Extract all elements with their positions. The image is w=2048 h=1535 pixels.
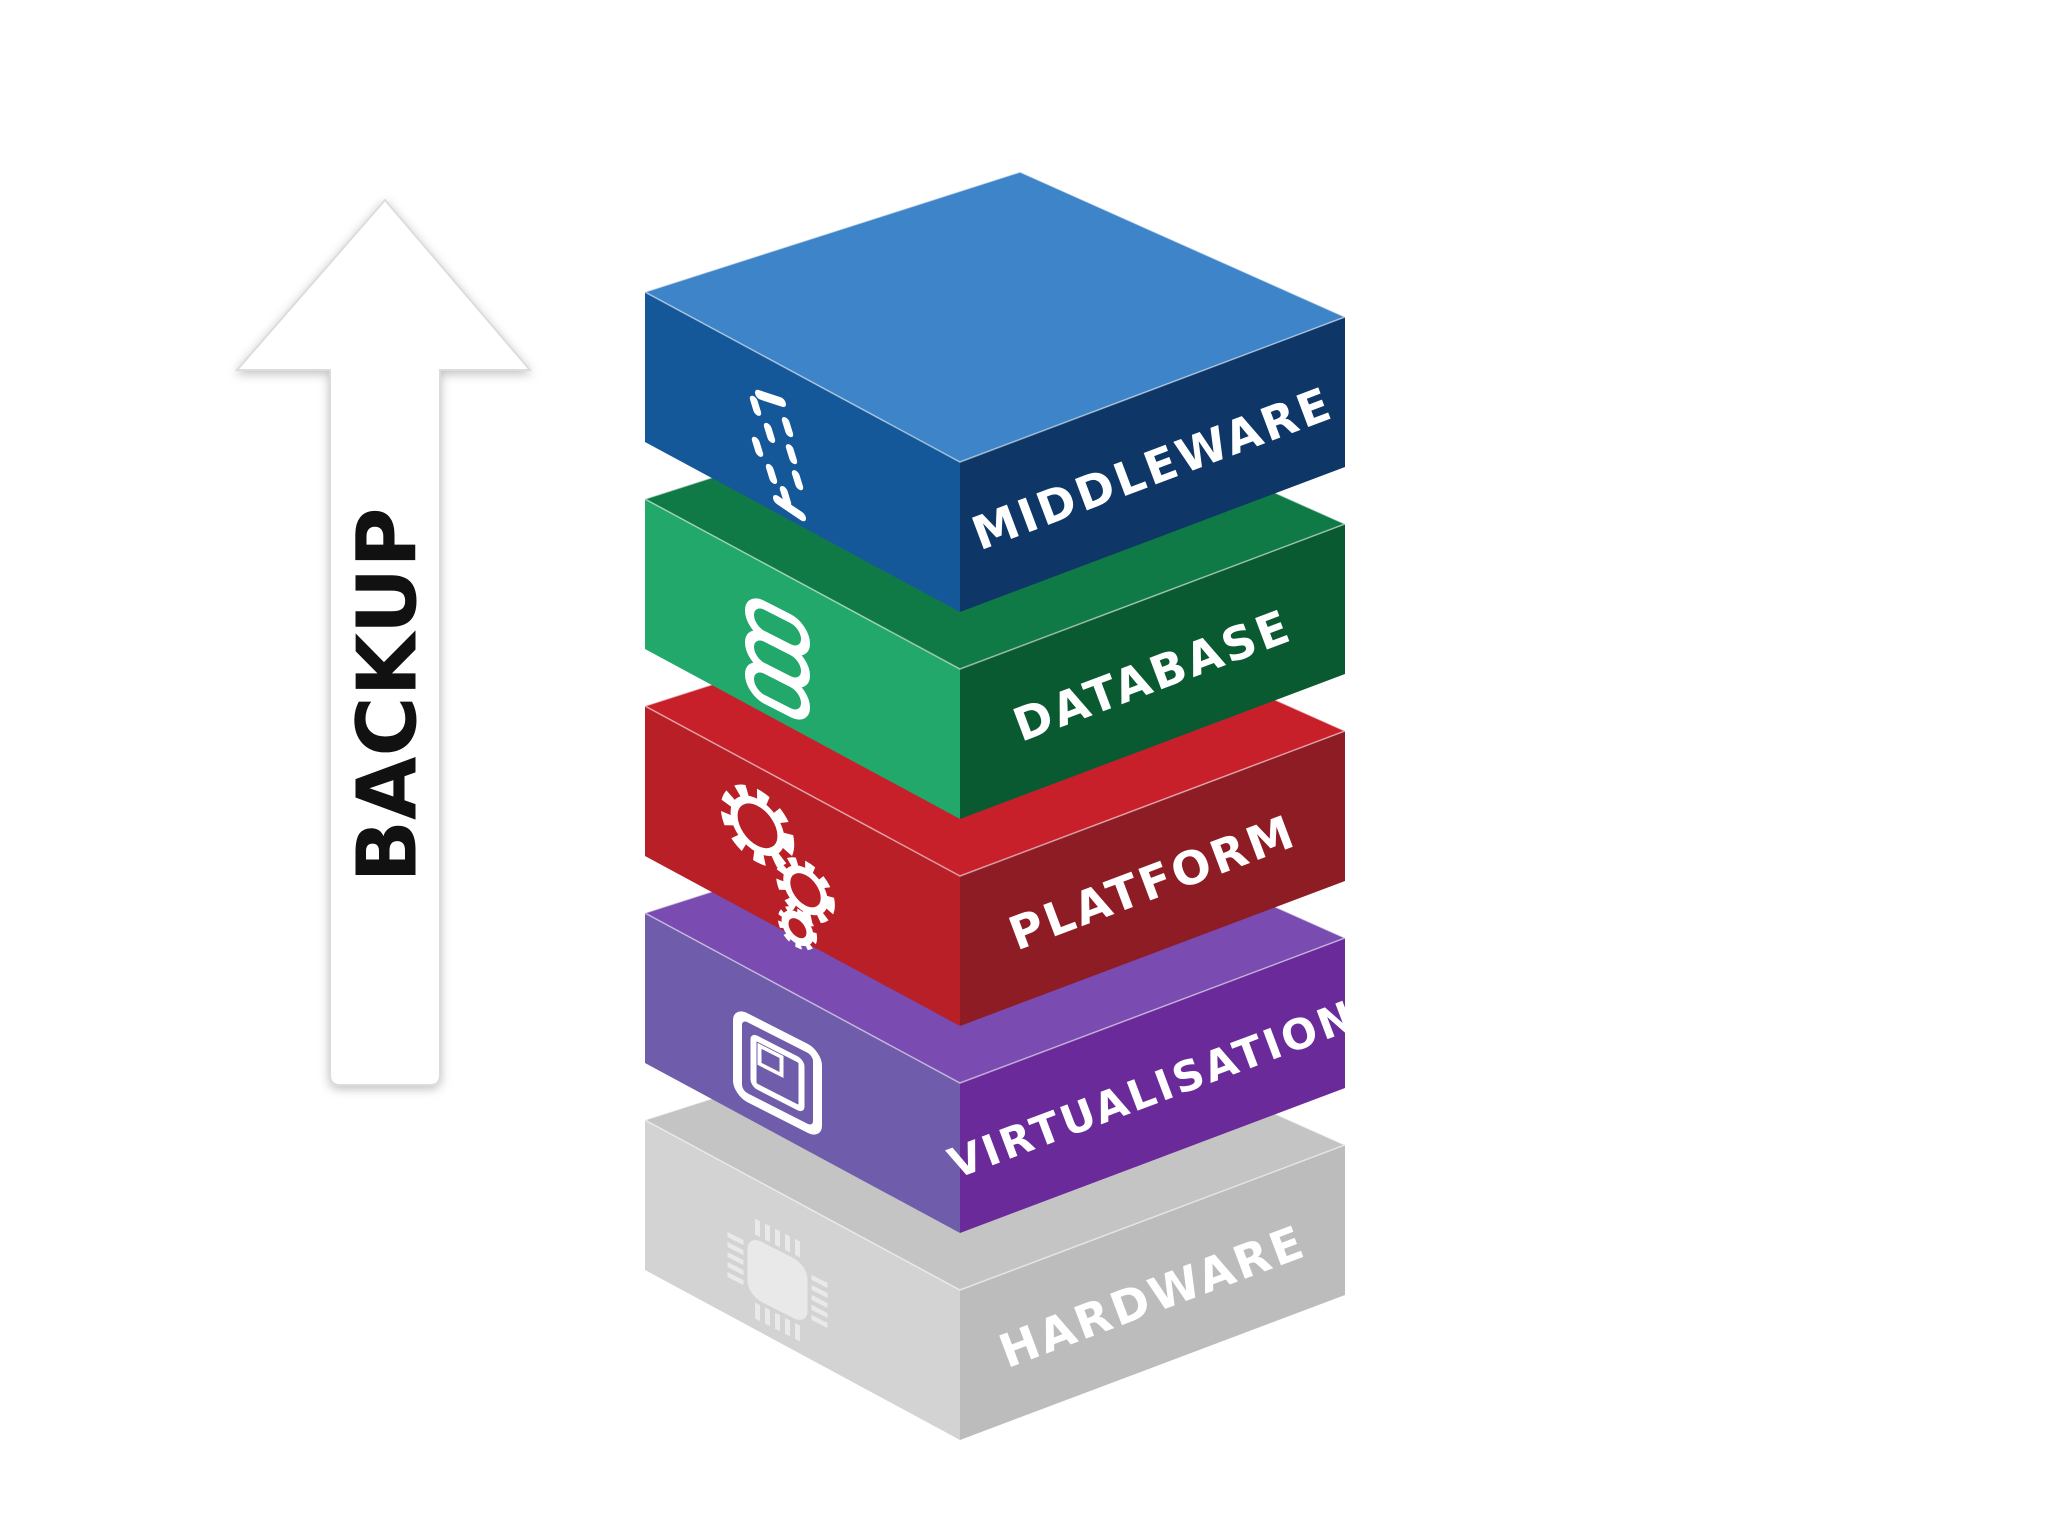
layer-platform-left-face: [645, 706, 960, 1026]
middleware-icon: [749, 389, 806, 522]
layer-hardware-right-face: [960, 1145, 1345, 1440]
backup-label: BACKUP: [341, 508, 436, 883]
layer-middleware-right-face: [960, 317, 1345, 612]
virtual-screen-icon: [733, 1011, 822, 1135]
layer-platform-right-face: [960, 731, 1345, 1026]
layer-middleware-left-face: [645, 292, 960, 612]
layer-stack: HARDWAREVIRTUALISATIONPLATFORMDATABASEMI…: [643, 171, 1363, 1440]
layer-database-right-face: [960, 524, 1345, 819]
gears-icon: [720, 784, 835, 951]
chip-icon: [727, 1218, 828, 1342]
layer-middleware-top-face: [643, 171, 1347, 463]
backup-arrow: BACKUP: [234, 198, 533, 1086]
database-icon: [745, 598, 810, 720]
backup-arrow-shape: [234, 198, 533, 1086]
layer-virtualisation-right-face: [960, 938, 1345, 1233]
